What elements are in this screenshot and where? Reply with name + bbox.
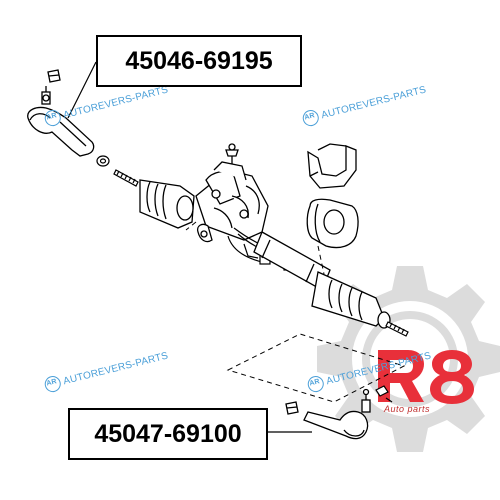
leader-lines [67, 61, 312, 433]
lock-nut-left [96, 155, 110, 167]
brand-tagline: Auto parts [384, 404, 431, 414]
part-number-label-bottom: 45047-69100 [68, 408, 268, 460]
assembly-guide-lines [185, 221, 406, 403]
inner-tie-rod-left [113, 169, 139, 187]
tie-rod-end-right [285, 388, 371, 440]
inner-tie-rod-right [385, 321, 409, 337]
rack-boot-right [311, 271, 391, 329]
lock-clip-right [375, 385, 393, 403]
mounting-bushing-lower [306, 198, 359, 249]
r8-logo [378, 350, 474, 404]
steering-gear-housing [195, 143, 269, 243]
part-number-label-top: 45046-69195 [96, 35, 302, 87]
mounting-bushing-upper [307, 143, 357, 189]
rack-boot-left [139, 179, 195, 229]
